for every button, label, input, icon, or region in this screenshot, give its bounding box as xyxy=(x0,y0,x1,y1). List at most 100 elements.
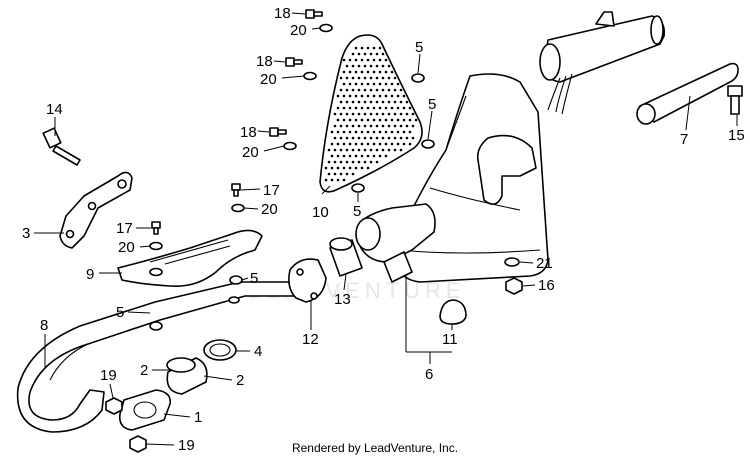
perforation-hole xyxy=(408,142,412,146)
perforation-hole xyxy=(339,100,343,104)
tailpipe-end xyxy=(539,11,666,115)
perforation-hole xyxy=(387,112,391,116)
perforation-hole xyxy=(360,70,364,74)
perforation-hole xyxy=(384,106,388,110)
perforation-hole xyxy=(354,130,358,134)
washer-20-b xyxy=(303,71,317,81)
perforation-hole xyxy=(402,130,406,134)
perforation-hole xyxy=(366,58,370,62)
callout-8: 8 xyxy=(40,317,48,334)
callout-20-e: 20 xyxy=(118,239,135,256)
perforation-hole xyxy=(387,64,391,68)
washer-21 xyxy=(504,257,520,267)
callout-18-middle: 18 xyxy=(256,53,273,70)
perforation-hole xyxy=(330,178,334,182)
perforation-hole xyxy=(342,154,346,158)
perforation-hole xyxy=(336,130,340,134)
perforation-hole xyxy=(336,178,340,182)
perforation-hole xyxy=(369,88,373,92)
perforation-hole xyxy=(354,166,358,170)
washer-5-f xyxy=(228,296,240,304)
perforation-hole xyxy=(369,112,373,116)
perforation-hole xyxy=(408,130,412,134)
screw-17-a xyxy=(231,183,241,197)
perforation-hole xyxy=(381,136,385,140)
perforation-hole xyxy=(357,88,361,92)
callout-18-lower: 18 xyxy=(240,124,257,141)
perforation-hole xyxy=(360,46,364,50)
perforation-hole xyxy=(378,130,382,134)
perforation-hole xyxy=(360,106,364,110)
perforation-hole xyxy=(378,118,382,122)
callout-6: 6 xyxy=(425,366,433,383)
perforation-hole xyxy=(378,154,382,158)
perforation-hole xyxy=(345,160,349,164)
perforation-hole xyxy=(360,94,364,98)
perforation-hole xyxy=(396,82,400,86)
perforation-hole xyxy=(345,124,349,128)
bolt-15 xyxy=(727,85,743,115)
perforation-hole xyxy=(363,52,367,56)
perforation-hole xyxy=(393,100,397,104)
perforation-hole xyxy=(399,136,403,140)
perforation-hole xyxy=(384,94,388,98)
perforation-hole xyxy=(354,70,358,74)
perforation-hole xyxy=(381,88,385,92)
perforation-hole xyxy=(324,166,328,170)
perforation-hole xyxy=(342,166,346,170)
perforation-hole xyxy=(390,82,394,86)
perforation-hole xyxy=(369,136,373,140)
perforation-hole xyxy=(411,124,415,128)
perforation-hole xyxy=(336,166,340,170)
perforation-hole xyxy=(348,130,352,134)
perforation-hole xyxy=(342,58,346,62)
perforation-hole xyxy=(393,88,397,92)
perforation-hole xyxy=(393,124,397,128)
callout-13: 13 xyxy=(334,291,351,308)
perforation-hole xyxy=(381,112,385,116)
perforation-hole xyxy=(330,130,334,134)
callout-20-middle: 20 xyxy=(260,71,277,88)
perforation-hole xyxy=(372,106,376,110)
perforation-hole xyxy=(360,166,364,170)
perforation-hole xyxy=(354,118,358,122)
perforation-hole xyxy=(387,88,391,92)
callout-5-b: 5 xyxy=(428,96,436,113)
perforation-hole xyxy=(336,142,340,146)
callout-16: 16 xyxy=(538,277,555,294)
leader-lines xyxy=(34,12,738,446)
washer-20-a xyxy=(319,23,333,33)
callout-7: 7 xyxy=(680,131,688,148)
screw-17-b xyxy=(151,221,161,235)
perforation-hole xyxy=(330,142,334,146)
perforation-hole xyxy=(366,130,370,134)
perforation-hole xyxy=(327,172,331,176)
perforation-hole xyxy=(372,154,376,158)
perforation-hole xyxy=(363,160,367,164)
perforation-hole xyxy=(339,160,343,164)
callout-19-lower: 19 xyxy=(178,437,195,454)
perforation-hole xyxy=(360,154,364,158)
perforation-hole xyxy=(384,118,388,122)
callout-10: 10 xyxy=(312,204,329,221)
callout-18-upper: 18 xyxy=(274,5,291,22)
perforation-hole xyxy=(351,172,355,176)
perforation-hole xyxy=(378,58,382,62)
perforation-hole xyxy=(390,130,394,134)
perforation-hole xyxy=(366,106,370,110)
perforation-hole xyxy=(336,118,340,122)
screw-18-upper xyxy=(305,9,323,19)
perforation-hole xyxy=(348,154,352,158)
perforation-hole xyxy=(381,64,385,68)
perforation-hole xyxy=(330,154,334,158)
screw-18-middle xyxy=(285,57,303,67)
perforation-hole xyxy=(363,148,367,152)
perforation-hole xyxy=(351,124,355,128)
perforation-hole xyxy=(396,94,400,98)
perforation-hole xyxy=(342,130,346,134)
perforation-hole xyxy=(363,124,367,128)
perforation-hole xyxy=(366,70,370,74)
perforation-hole xyxy=(369,52,373,56)
joint-collar xyxy=(166,357,208,395)
perforation-hole xyxy=(366,166,370,170)
